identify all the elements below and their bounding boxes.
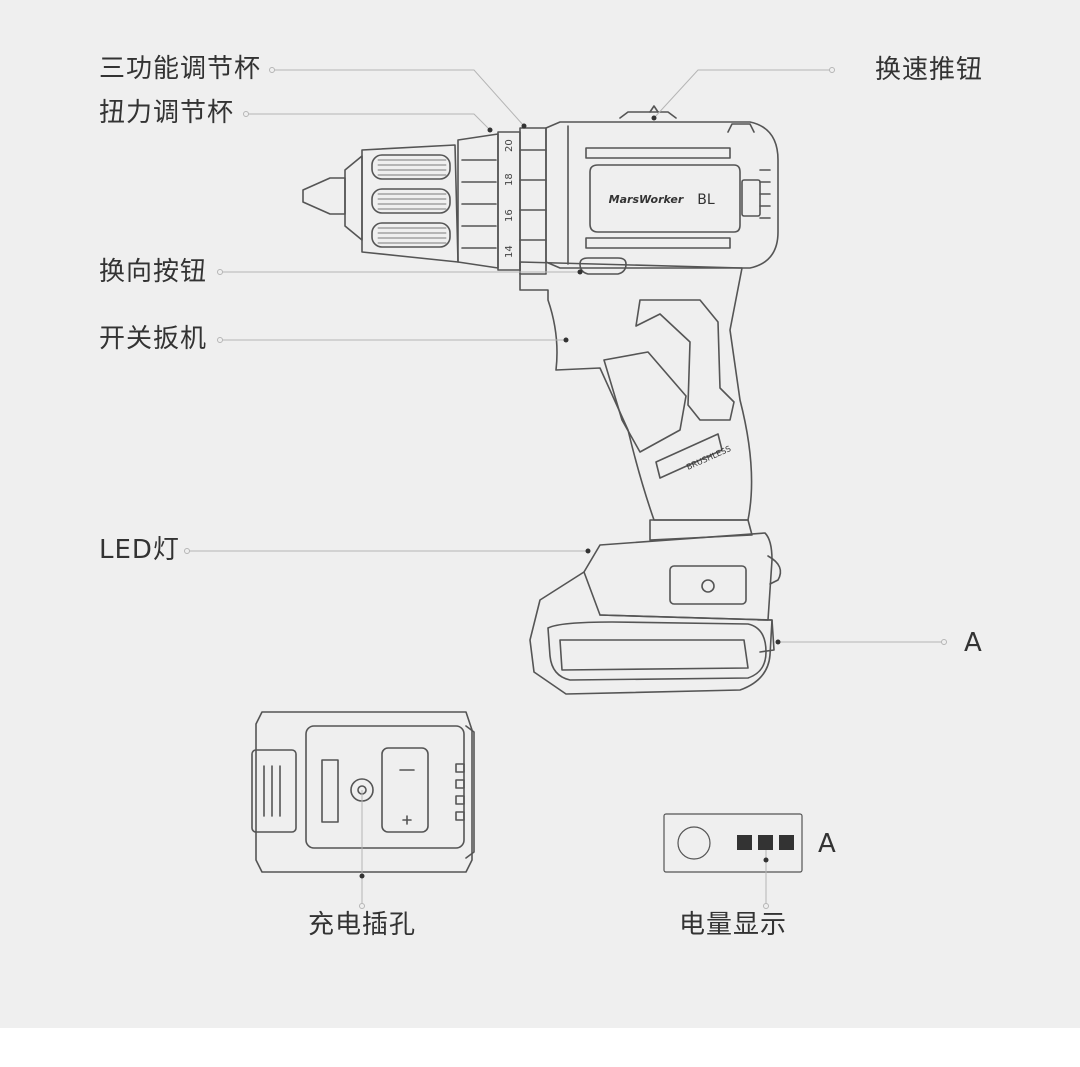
leader-three-function-cup	[272, 69, 525, 127]
label-reverse-button: 换向按钮	[99, 257, 208, 287]
indicator-light-1	[737, 835, 752, 850]
label-led: LED灯	[99, 535, 180, 565]
torque-mark: 14	[504, 245, 515, 258]
leader-lines	[187, 69, 944, 906]
label-three-function-cup: 三功能调节杯	[99, 54, 262, 84]
leader-speed-button	[653, 69, 832, 119]
label-torque-cup: 扭力调节杯	[99, 98, 235, 128]
label-charge-port: 充电插孔	[308, 910, 417, 940]
leader-torque-cup	[246, 113, 491, 131]
motor-badge: BL	[697, 192, 715, 208]
diagram-panel	[0, 0, 1080, 1028]
label-trigger: 开关扳机	[99, 324, 208, 354]
torque-mark: 20	[504, 139, 515, 152]
motor-housing	[545, 105, 779, 269]
battery-indicator-panel	[663, 813, 803, 873]
battery-bottom-view	[251, 711, 475, 873]
label-indicator-a: A	[818, 829, 837, 859]
label-callout-a: A	[964, 628, 983, 658]
indicator-lights	[737, 835, 794, 850]
drill-chuck	[302, 144, 459, 263]
torque-mark: 16	[504, 209, 515, 222]
torque-collar	[457, 127, 547, 275]
drill-handle	[519, 257, 753, 521]
torque-mark: 18	[504, 173, 515, 186]
brushless-badge: BRUSHLESS	[685, 444, 732, 472]
indicator-light-3	[779, 835, 794, 850]
label-speed-button: 换速推钮	[875, 55, 984, 85]
brand-logo: MarsWorker	[609, 193, 684, 206]
label-battery-indicator: 电量显示	[679, 910, 788, 940]
battery-pack-side	[529, 519, 782, 695]
torque-marks: 14 16 18 20	[504, 139, 515, 258]
indicator-light-2	[758, 835, 773, 850]
